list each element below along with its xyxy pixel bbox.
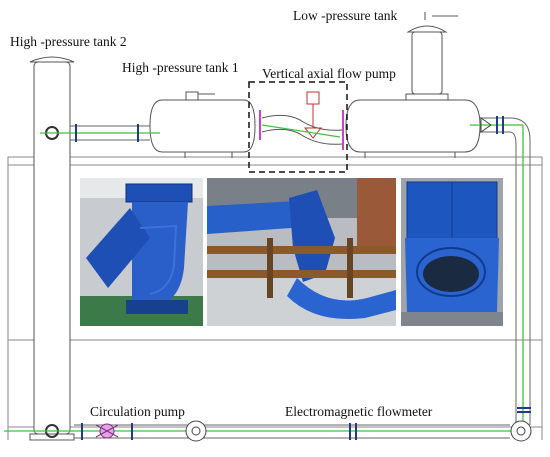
low-pressure-tank-label: Low -pressure tank (293, 8, 398, 23)
high-pressure-tank-1-body (149, 91, 256, 158)
low-pressure-tank-body (345, 12, 481, 158)
pipe-flanges (75, 116, 531, 440)
high-pressure-tank-1-label: High -pressure tank 1 (122, 60, 239, 75)
vertical-axial-flow-pump-schematic (259, 91, 344, 150)
circulation-pump-symbol (95, 420, 207, 442)
support-frame (7, 156, 543, 440)
outlet-reducer (480, 117, 492, 133)
electromagnetic-flowmeter-label: Electromagnetic flowmeter (285, 404, 433, 419)
pipe-network (70, 117, 531, 439)
vertical-axial-flow-pump-box (248, 81, 348, 173)
outlet-duct-photo (401, 178, 503, 326)
bottom-right-pump-symbol (510, 420, 532, 442)
vertical-axial-flow-pump-label: Vertical axial flow pump (262, 66, 396, 81)
high-pressure-tank-2-body (29, 56, 75, 441)
high-pressure-tank-2-label: High -pressure tank 2 (10, 34, 127, 49)
pump-installation-photo (207, 178, 396, 326)
circulation-pump-label: Circulation pump (90, 404, 185, 419)
elbow-inlet-photo (80, 178, 203, 326)
